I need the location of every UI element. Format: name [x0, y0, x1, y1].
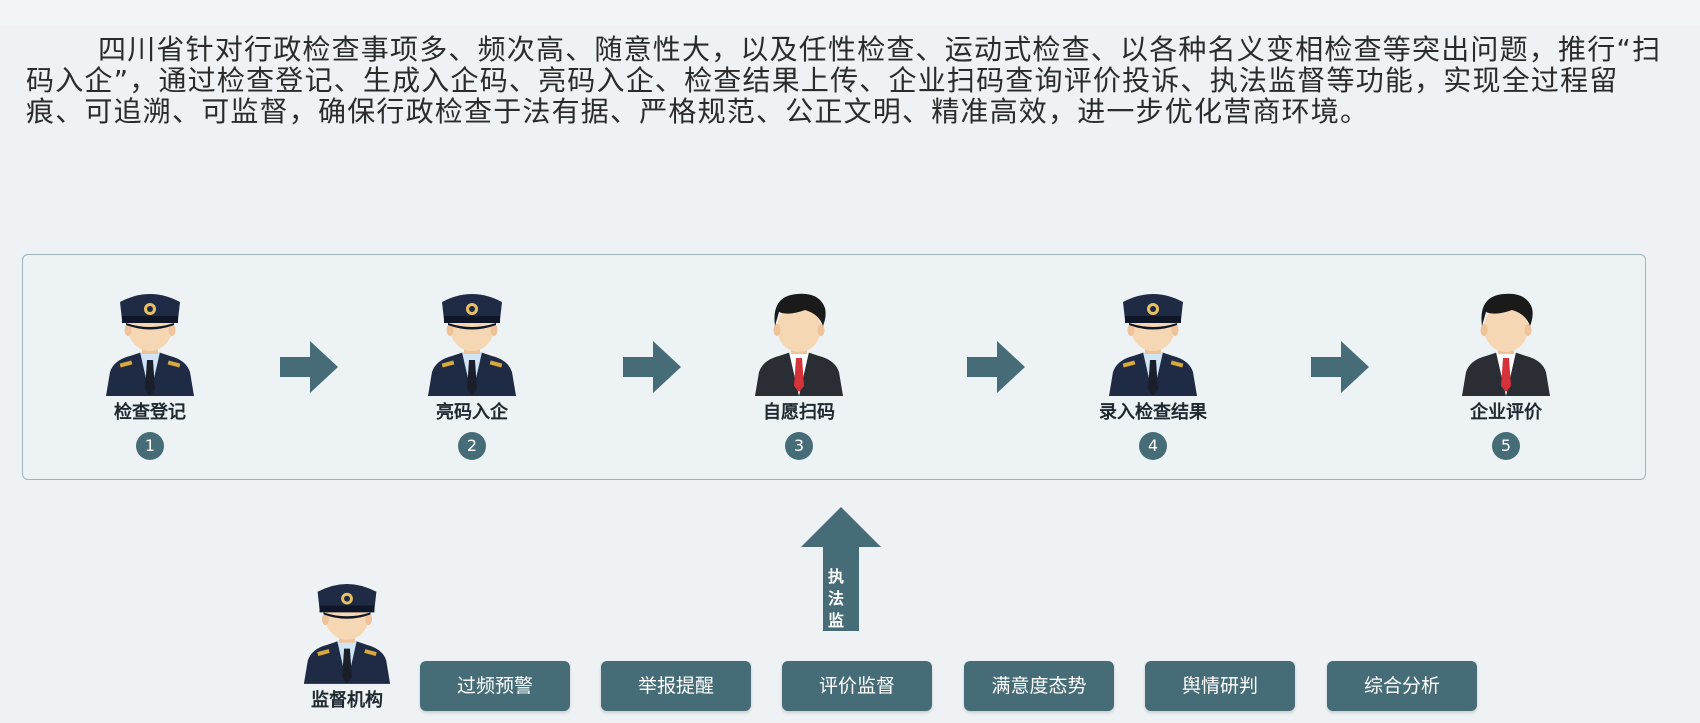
satisfaction-trend-button[interactable]: 满意度态势: [964, 661, 1114, 711]
police-officer-icon: [106, 294, 194, 396]
intro-paragraph: 四川省针对行政检查事项多、频次高、随意性大，以及任性检查、运动式检查、以各种名义…: [26, 33, 1662, 128]
step-label: 亮码入企: [436, 402, 508, 423]
right-arrow-icon: [967, 341, 1025, 393]
police-officer-icon: [428, 294, 516, 396]
up-arrow-icon: [801, 507, 881, 631]
step-1: 检查登记 1: [40, 286, 260, 462]
step-label: 检查登记: [114, 402, 186, 423]
supervisor-figure: 监督机构: [292, 576, 402, 716]
police-officer-icon: [1109, 294, 1197, 396]
frequency-warning-button[interactable]: 过频预警: [420, 661, 570, 711]
step-number-badge: 2: [458, 432, 486, 460]
step-number-badge: 1: [136, 432, 164, 460]
step-3: 自愿扫码 3: [689, 286, 909, 462]
report-reminder-button[interactable]: 举报提醒: [601, 661, 751, 711]
businessman-icon: [755, 293, 843, 396]
right-arrow-icon: [1311, 341, 1369, 393]
police-officer-icon: [303, 583, 391, 684]
step-label: 企业评价: [1470, 402, 1542, 423]
businessman-icon: [1462, 293, 1550, 396]
step-5: 企业评价 5: [1396, 286, 1616, 462]
evaluation-supervision-button[interactable]: 评价监督: [782, 661, 932, 711]
top-bar: [0, 0, 1700, 26]
public-opinion-button[interactable]: 舆情研判: [1145, 661, 1295, 711]
supervisor-label: 监督机构: [311, 690, 383, 711]
step-2: 亮码入企 2: [362, 286, 582, 462]
step-number-badge: 4: [1139, 432, 1167, 460]
step-4: 录入检查结果 4: [1043, 286, 1263, 462]
right-arrow-icon: [280, 341, 338, 393]
step-label: 自愿扫码: [763, 402, 835, 423]
right-arrow-icon: [623, 341, 681, 393]
enforcement-supervision-label: 执法监督: [827, 567, 844, 630]
step-number-badge: 3: [785, 432, 813, 460]
comprehensive-analysis-button[interactable]: 综合分析: [1327, 661, 1477, 711]
step-label: 录入检查结果: [1099, 402, 1207, 423]
step-number-badge: 5: [1492, 432, 1520, 460]
